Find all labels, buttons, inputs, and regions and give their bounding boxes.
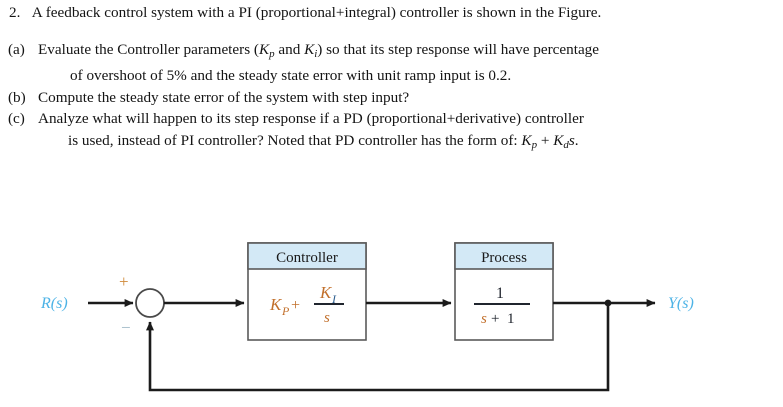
controller-plus-sign: + (290, 297, 301, 314)
feedback-path (146, 303, 610, 392)
item-c-period: . (574, 131, 579, 149)
item-a-ki-subscript: i (314, 47, 318, 60)
item-c-kp-subscript: p (531, 138, 538, 151)
controller-ki-subscript: I (331, 292, 337, 306)
item-c-label: (c) (8, 110, 25, 128)
item-c-kd-symbol: K (553, 131, 564, 149)
item-c-plus: + (537, 131, 554, 149)
item-a-label: (a) (8, 41, 25, 58)
item-a-kp-symbol: K (258, 41, 270, 58)
item-c-kd-subscript: d (563, 138, 569, 151)
process-denominator-s: s (481, 311, 487, 327)
controller-header-label: Controller (276, 250, 338, 266)
item-c-kp-symbol: K (521, 131, 532, 149)
controller-ki-symbol: K (319, 283, 333, 302)
item-b-line1: Compute the steady state error of the sy… (38, 88, 410, 106)
process-transfer-function: 1 s + 1 (474, 285, 530, 327)
controller-header-band (247, 242, 367, 270)
item-a-line1-post: ) so that its step response will have pe… (317, 41, 600, 58)
item-a-line2: of overshoot of 5% and the steady state … (70, 67, 512, 85)
feedback-control-block-diagram: R(s) + − Controller K P + K I s Process … (0, 205, 783, 407)
output-signal-label: Y(s) (668, 295, 694, 312)
input-signal-label: R(s) (40, 295, 68, 312)
controller-denominator-s: s (324, 310, 330, 326)
question-item-a: (a)Evaluate the Controller parameters (K… (8, 39, 776, 87)
process-denominator-plus: + (491, 311, 499, 327)
item-c-line2: is used, instead of PI controller? Noted… (38, 130, 776, 156)
controller-kp-subscript: P (281, 304, 290, 318)
item-a-kp-subscript: p (269, 47, 275, 60)
question-item-c: (c) Analyze what will happen to its step … (8, 108, 776, 156)
process-numerator: 1 (496, 285, 504, 302)
process-header-band (454, 242, 554, 270)
question-number: 2. (9, 4, 21, 21)
item-c-line2-pre: is used, instead of PI controller? Noted… (68, 131, 522, 149)
question-text-block: 2. A feedback control system with a PI (… (8, 2, 776, 156)
summing-junction-minus-sign: − (121, 318, 131, 337)
summing-junction-plus-sign: + (119, 272, 129, 291)
item-a-line1-pre: Evaluate the Controller parameters ( (38, 41, 259, 58)
summing-junction (135, 288, 165, 318)
question-intro: 2. A feedback control system with a PI (… (8, 2, 776, 24)
controller-block: Controller K P + K I s (247, 242, 367, 341)
controller-integral-fraction: K I s (314, 283, 344, 326)
question-intro-text: A feedback control system with a PI (pro… (31, 4, 602, 21)
controller-kp-symbol: K (269, 295, 283, 314)
question-item-b: (b) Compute the steady state error of the… (8, 87, 776, 109)
item-b-label: (b) (8, 88, 26, 106)
process-denominator-one: 1 (507, 311, 515, 327)
item-a-ki-symbol: K (304, 41, 315, 58)
item-c-line1: Analyze what will happen to its step res… (38, 110, 584, 128)
process-block: Process 1 s + 1 (454, 242, 554, 341)
item-a-line1-mid: and (274, 41, 305, 58)
item-c-s-symbol: s (568, 131, 575, 149)
process-header-label: Process (481, 250, 527, 266)
